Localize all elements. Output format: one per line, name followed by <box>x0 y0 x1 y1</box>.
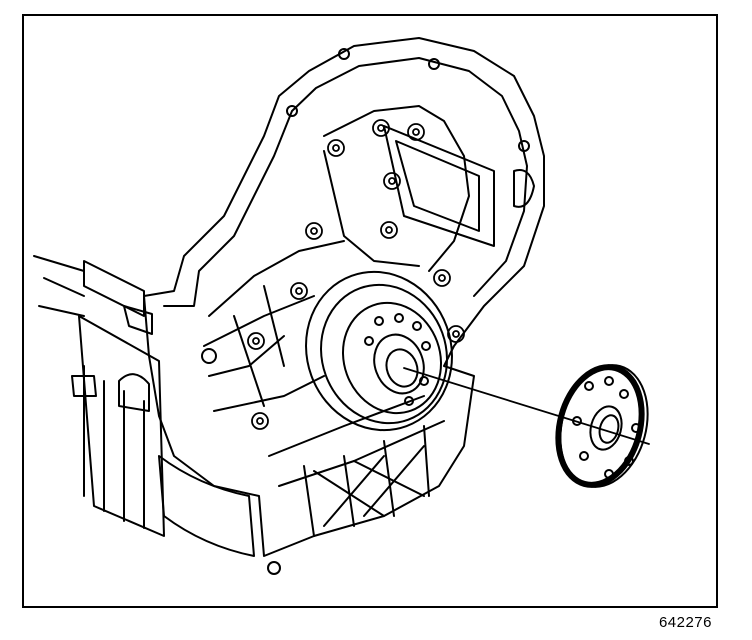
bolt <box>383 172 401 190</box>
crankshaft-hub <box>305 270 453 432</box>
alignment-line <box>403 367 650 445</box>
front-cover <box>143 37 545 575</box>
illustration-frame <box>22 14 718 608</box>
bolt <box>372 119 390 137</box>
engine-block <box>33 255 255 557</box>
bolt <box>251 412 269 430</box>
figure-reference-number: 642276 <box>658 614 712 631</box>
bolt <box>305 222 323 240</box>
bolt <box>433 269 451 287</box>
bolt <box>447 325 465 343</box>
bolt <box>327 139 345 157</box>
bolt <box>380 221 398 239</box>
bolt <box>290 282 308 300</box>
bolt <box>407 123 425 141</box>
balancer-washer <box>555 364 649 488</box>
engine-front-cover-diagram <box>33 37 650 575</box>
bolt <box>247 332 265 350</box>
bolts <box>247 119 465 430</box>
